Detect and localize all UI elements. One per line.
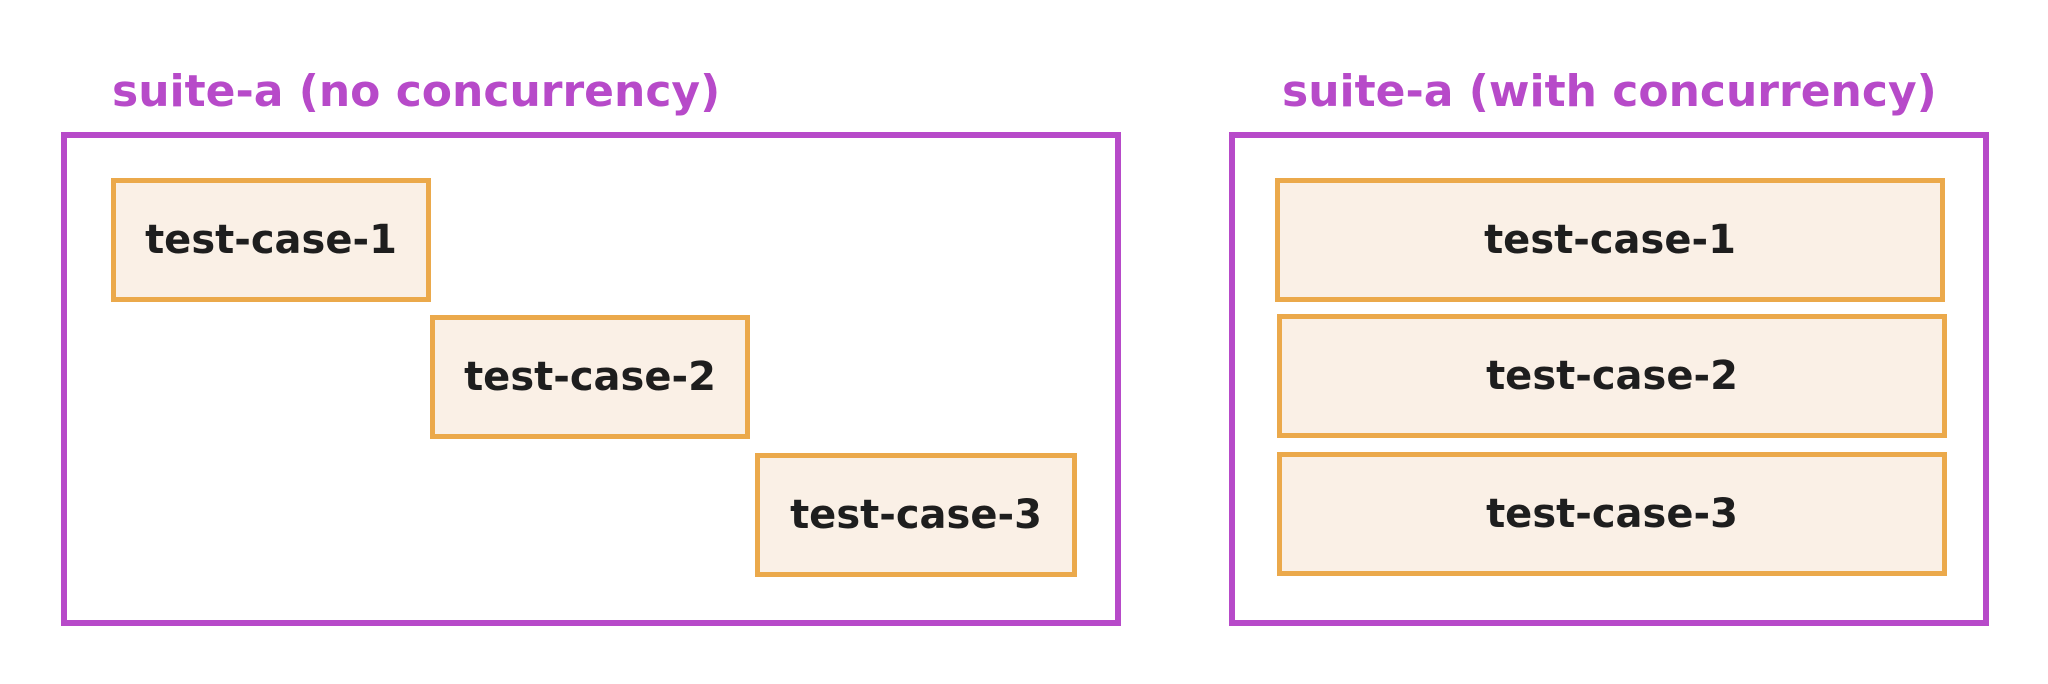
test-case-2-box: test-case-2: [1277, 314, 1947, 438]
test-case-2-box: test-case-2: [430, 315, 750, 439]
test-case-1-box: test-case-1: [1275, 178, 1945, 302]
test-case-3-box: test-case-3: [1277, 452, 1947, 576]
suite-box-no-concurrency: test-case-1 test-case-2 test-case-3: [61, 132, 1121, 626]
suite-box-with-concurrency: test-case-1 test-case-2 test-case-3: [1229, 132, 1989, 626]
test-case-3-box: test-case-3: [755, 453, 1077, 577]
suite-title-no-concurrency: suite-a (no concurrency): [112, 66, 721, 117]
test-case-1-box: test-case-1: [111, 178, 431, 302]
suite-title-with-concurrency: suite-a (with concurrency): [1282, 66, 1937, 117]
